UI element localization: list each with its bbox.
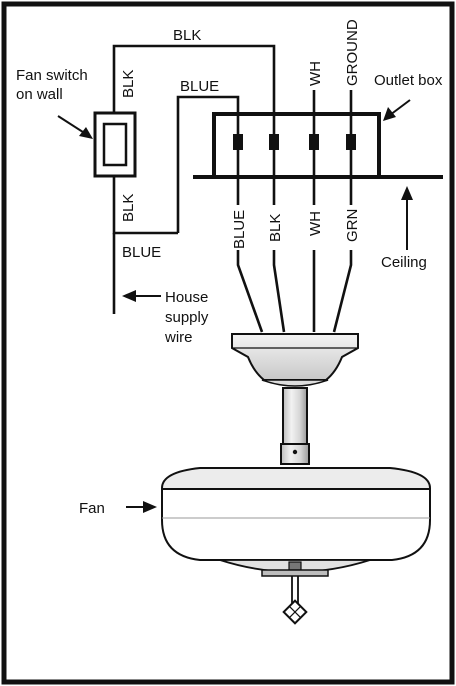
label-fan-switch-line1: Fan switch — [16, 67, 88, 84]
label-house-line2: supply — [165, 309, 209, 326]
fan-wire-blue — [236, 250, 264, 333]
fan-wire-grn — [332, 250, 353, 333]
fan-housing — [161, 467, 431, 573]
label-house-line1: House — [165, 289, 208, 306]
arrow-ceiling — [401, 186, 413, 250]
wire-label-switch-blk-lower: BLK — [120, 194, 137, 222]
wire-label-top-blk: BLK — [173, 27, 201, 44]
wire-label-fan-blue: BLUE — [231, 210, 248, 249]
label-house-line3: wire — [164, 329, 193, 346]
wire-label-fan-blk: BLK — [267, 214, 284, 242]
wire-label-bottom-blue: BLUE — [122, 244, 161, 261]
connector-blk — [269, 134, 279, 150]
fan-switch — [93, 111, 137, 178]
arrow-outlet-box — [383, 99, 411, 121]
fan-downrod — [256, 387, 334, 474]
wire-label-switch-blk-upper: BLK — [120, 70, 137, 98]
arrow-fan — [126, 501, 157, 513]
switch-housing-plate — [261, 561, 329, 625]
wire-label-box-ground: GROUND — [344, 19, 361, 86]
wire-label-fan-grn: GRN — [344, 209, 361, 242]
label-ceiling: Ceiling — [381, 254, 427, 271]
connector-blue — [233, 134, 243, 150]
label-outlet-box: Outlet box — [374, 72, 443, 89]
connector-wh — [309, 134, 319, 150]
arrow-fan-switch — [57, 115, 93, 139]
arrow-house-supply — [122, 290, 161, 302]
connector-ground — [346, 134, 356, 150]
wire-blue-upper — [176, 95, 240, 233]
fan-wire-blk — [272, 250, 286, 333]
ceiling-line — [193, 175, 443, 179]
wire-label-box-wh: WH — [307, 61, 324, 86]
wire-black-top — [112, 44, 276, 142]
wire-label-fan-wh: WH — [307, 211, 324, 236]
fan-canopy — [231, 333, 359, 387]
label-fan-switch-line2: on wall — [16, 86, 63, 103]
label-fan: Fan — [79, 500, 105, 517]
wire-label-top-blue: BLUE — [180, 78, 219, 95]
